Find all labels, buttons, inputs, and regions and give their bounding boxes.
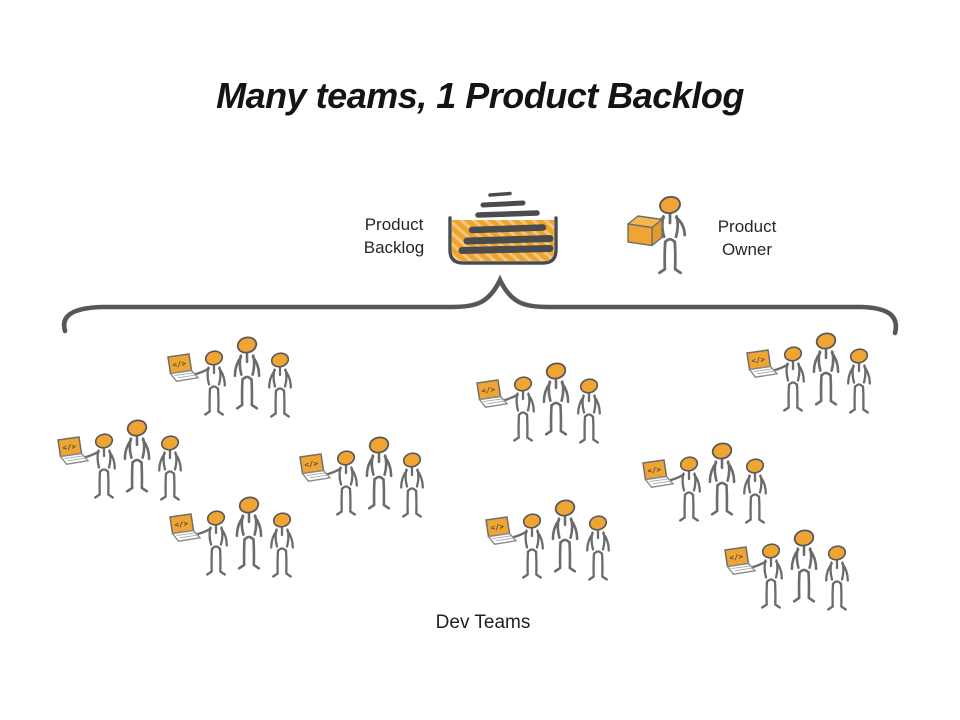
slide-title: Many teams, 1 Product Backlog bbox=[216, 75, 744, 116]
product-backlog-icon bbox=[448, 191, 558, 265]
dev-team-icon-7 bbox=[736, 327, 876, 422]
product-owner-label: Product Owner bbox=[707, 215, 787, 261]
product-owner-label-line1: Product bbox=[717, 217, 777, 236]
dev-team-icon-5 bbox=[466, 357, 606, 452]
dev-team-icon-1 bbox=[157, 331, 297, 426]
product-backlog-label: Product Backlog bbox=[352, 213, 436, 259]
product-owner-label-line2: Owner bbox=[721, 240, 773, 259]
dev-team-icon-4 bbox=[159, 491, 299, 586]
dev-team-icon-6 bbox=[475, 494, 615, 589]
product-backlog-label-line1: Product bbox=[364, 215, 424, 234]
curly-brace-icon bbox=[61, 274, 899, 336]
product-backlog-label-line2: Backlog bbox=[363, 238, 425, 257]
dev-team-icon-3 bbox=[289, 431, 429, 526]
box-icon bbox=[627, 215, 663, 247]
dev-teams-label: Dev Teams bbox=[435, 612, 531, 633]
product-owner-icon bbox=[627, 193, 687, 275]
dev-team-icon-9 bbox=[714, 524, 854, 619]
dev-team-icon-8 bbox=[632, 437, 772, 532]
